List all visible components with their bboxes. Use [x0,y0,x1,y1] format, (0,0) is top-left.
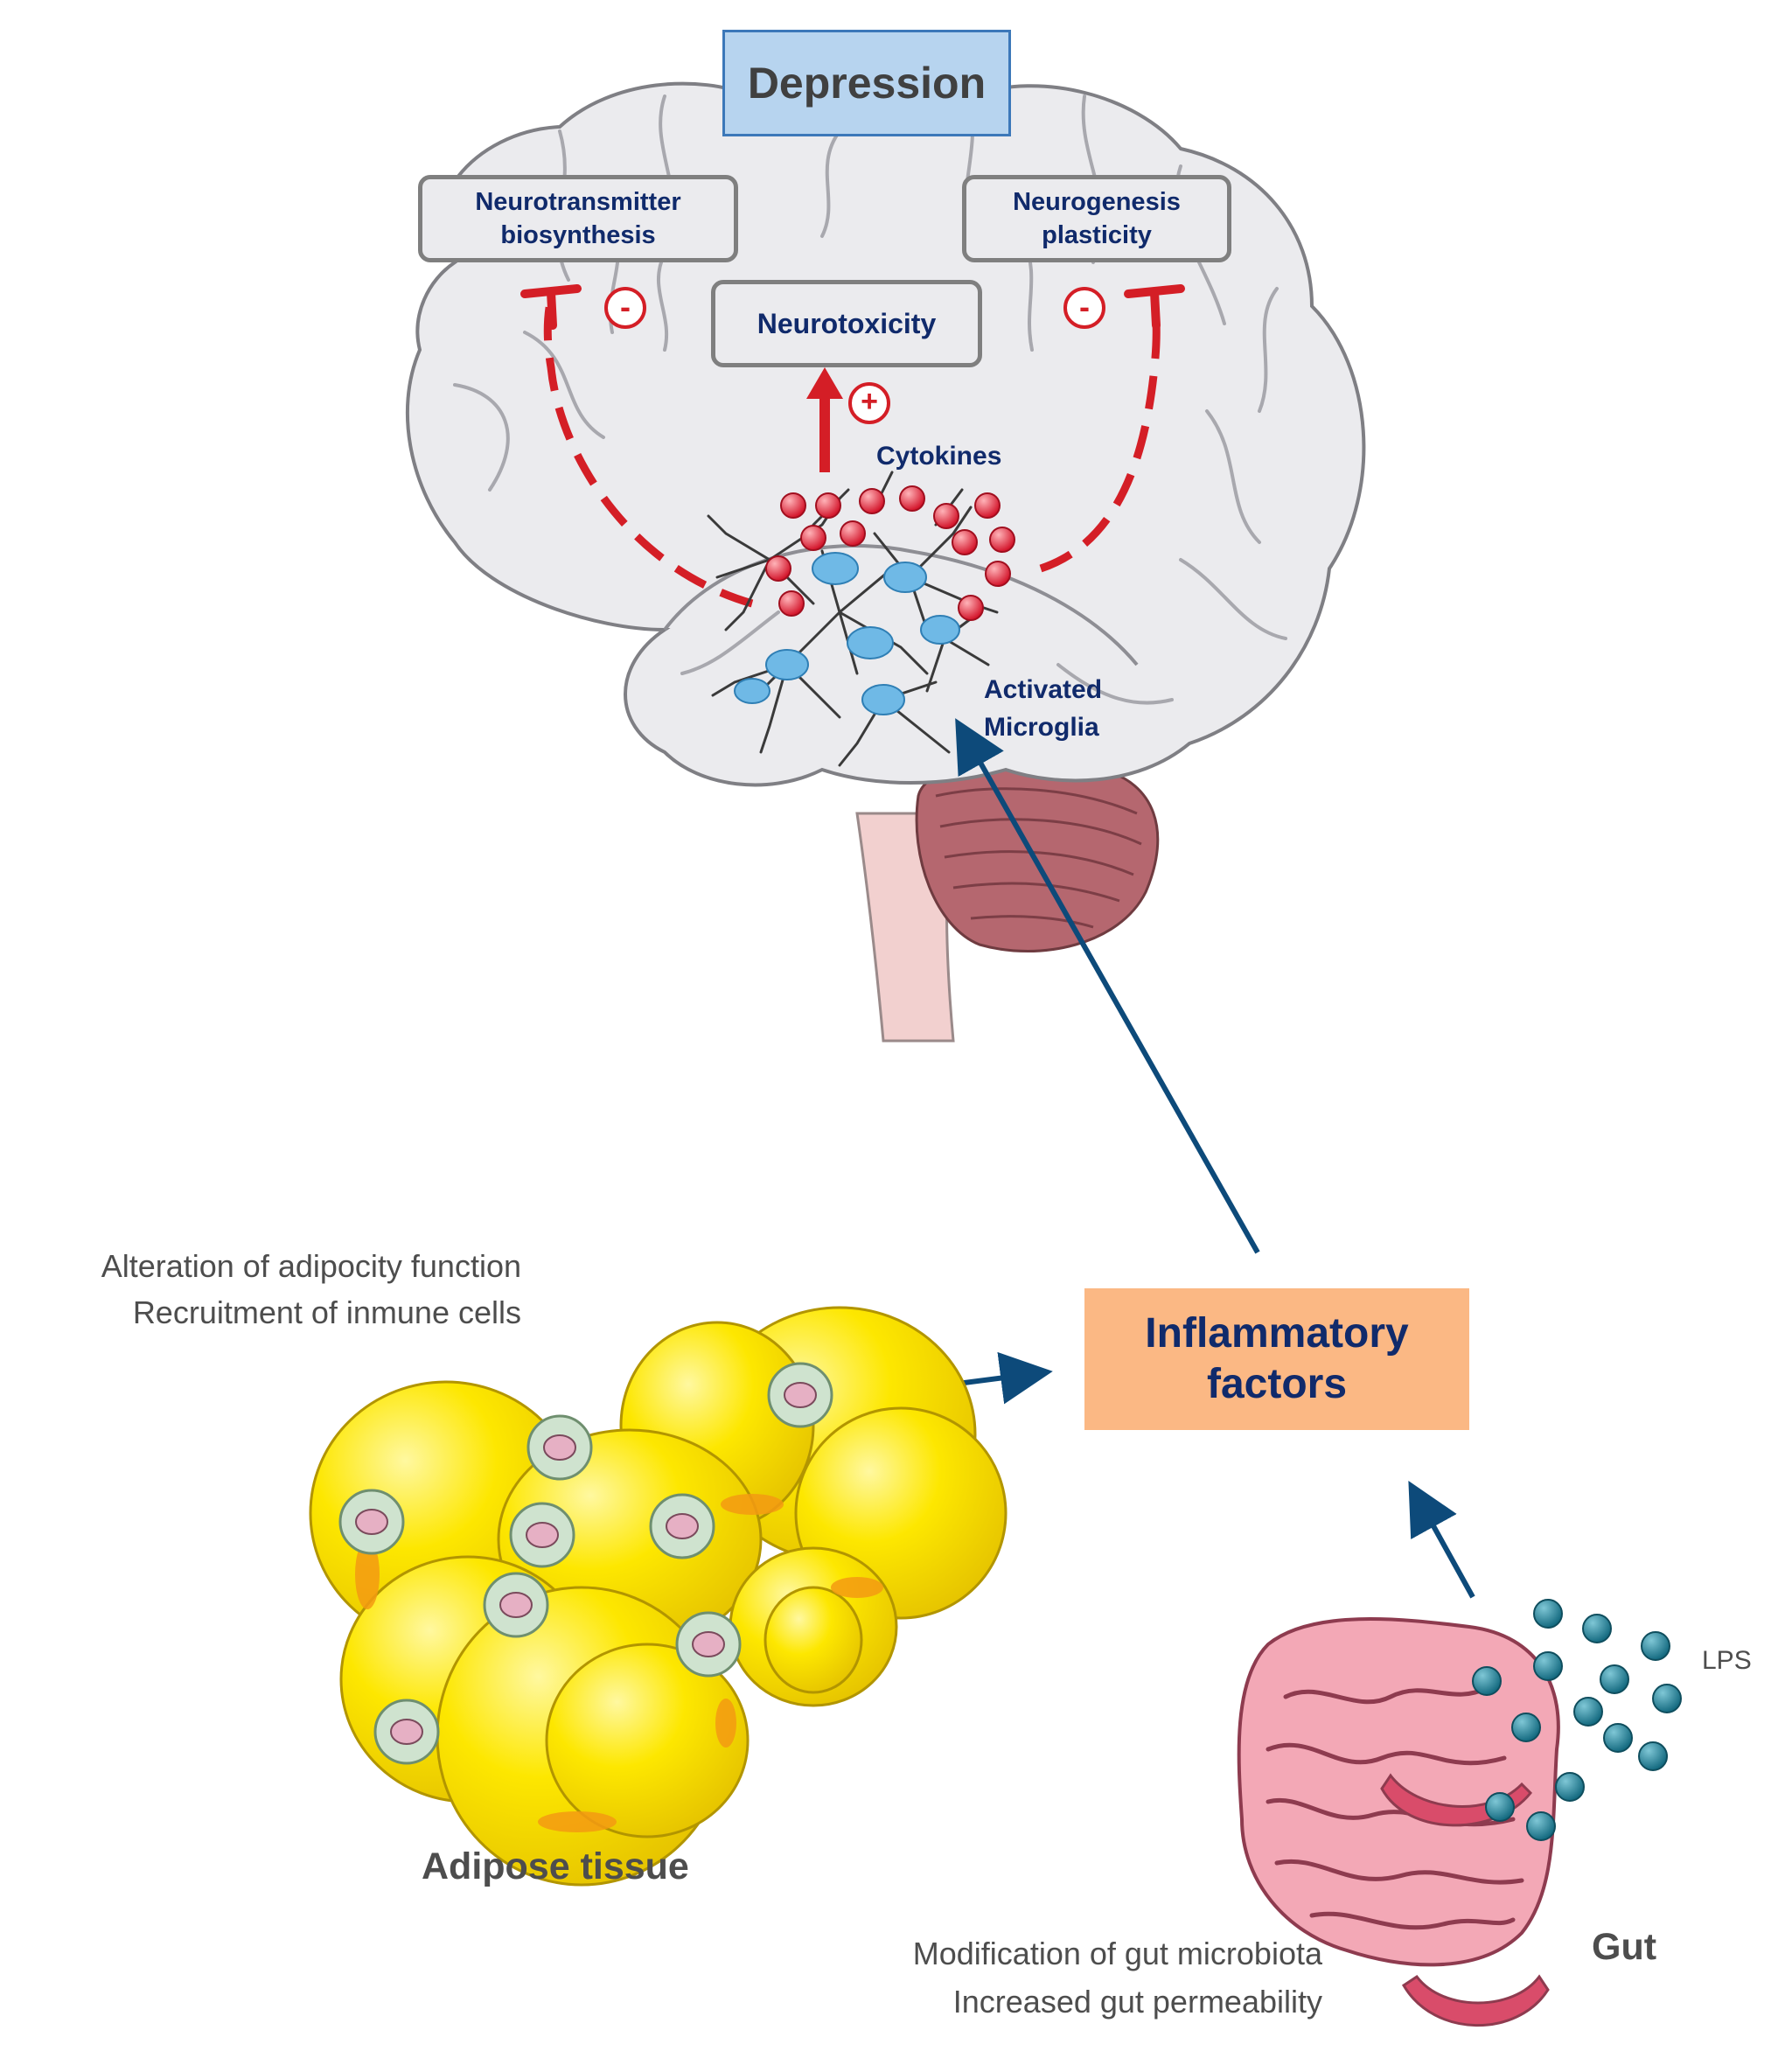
cytokines-label: Cytokines [876,442,1002,471]
right-minus-circle [1063,287,1105,329]
left-minus-sign: - [620,289,631,324]
lps-label: LPS [1702,1646,1752,1675]
inflammatory-label-line2: factors [1206,1361,1348,1407]
adipose-illustration [309,1306,1008,1887]
neurogenesis-label-line1: Neurogenesis [1013,188,1181,216]
inflammatory-factors-box: Inflammatory factors [1084,1288,1469,1430]
neurotoxicity-label: Neurotoxicity [757,307,937,339]
left-tbar [520,284,582,330]
adipose-note-line1: Alteration of adipocity function [101,1248,521,1284]
gut-note-line2: Increased gut permeability [952,1984,1322,2020]
arrow-gut-to-inflammatory [1408,1481,1475,1599]
plus-sign: + [861,385,878,418]
neurotransmitter-label-line1: Neurotransmitter [475,188,681,216]
right-minus-sign: - [1079,289,1090,324]
microglia-cells [734,552,960,715]
left-inhibition-arc [543,296,754,608]
adipose-tissue-title: Adipose tissue [422,1845,689,1887]
neurotransmitter-label-line2: biosynthesis [500,221,656,249]
cerebellum [915,759,1160,952]
neurotoxicity-box: Neurotoxicity [711,280,982,367]
left-minus-circle [604,287,646,329]
arrow-inflammatory-to-microglia [955,718,1260,1254]
inflammatory-label-line1: Inflammatory [1145,1310,1409,1357]
neurotransmitter-box: Neurotransmitter biosynthesis [418,175,738,262]
right-tbar [1124,284,1185,330]
gut-title: Gut [1592,1926,1657,1968]
microglia-label-line1: Activated [984,675,1103,704]
neurogenesis-box: Neurogenesis plasticity [962,175,1231,262]
depression-box: Depression [722,30,1011,136]
cytokines [765,485,1015,621]
plus-circle [848,382,890,424]
inhibition-paths [520,284,1185,608]
adipose-highlights [355,1494,883,1832]
gut-lumen-bottom [1401,1974,1550,2027]
lps-particles [1472,1599,1682,1841]
gut-note-line1: Modification of gut microbiota [912,1936,1322,1971]
immune-cells [338,1362,833,1765]
neurogenesis-label-line2: plasticity [1042,221,1152,249]
depression-label: Depression [747,59,987,108]
adipose-note-line2: Recruitment of inmune cells [132,1294,521,1330]
microglia-label-line2: Microglia [984,713,1099,742]
right-inhibition-arc [1039,296,1161,573]
